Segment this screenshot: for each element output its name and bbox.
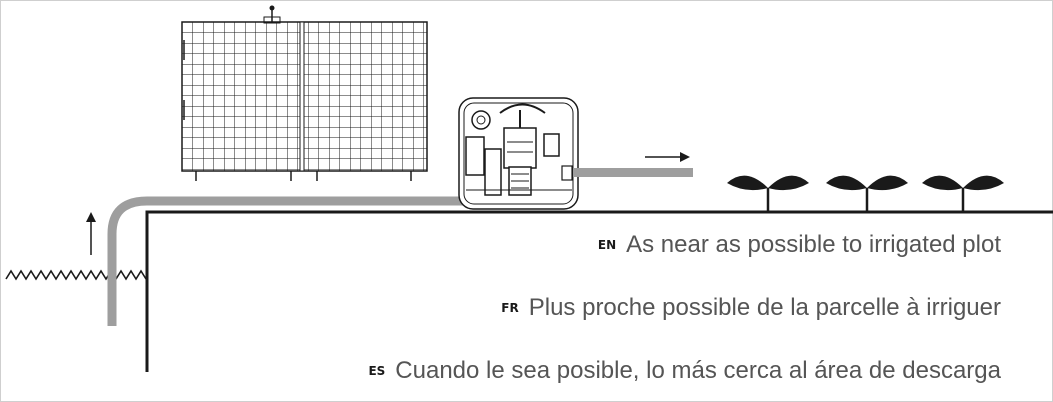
caption-es: ES Cuando le sea posible, lo más cerca al… [368,357,1001,385]
plant-icon [727,175,809,212]
ground-line [145,210,1053,372]
plant-icon [922,175,1004,212]
caption-en: EN As near as possible to irrigated plot [598,231,1001,259]
outlet-pipe [573,168,693,177]
caption-text-es: Cuando le sea posible, lo más cerca al á… [395,357,1001,384]
pump-unit-icon [458,97,579,210]
caption-fr: FR Plus proche possible de la parcelle à … [501,294,1001,322]
language-code-en: EN [597,238,617,252]
plant-icon [826,175,908,212]
water-wave-icon [5,269,147,281]
caption-text-en: As near as possible to irrigated plot [626,231,1001,258]
language-code-es: ES [368,364,386,378]
suction-pipe [107,196,466,326]
caption-text-fr: Plus proche possible de la parcelle à ir… [528,294,1001,321]
flow-arrow-icon [645,152,690,162]
solar-panel-icon [181,5,428,181]
flow-arrow-icon [86,212,96,255]
language-code-fr: FR [501,301,519,315]
